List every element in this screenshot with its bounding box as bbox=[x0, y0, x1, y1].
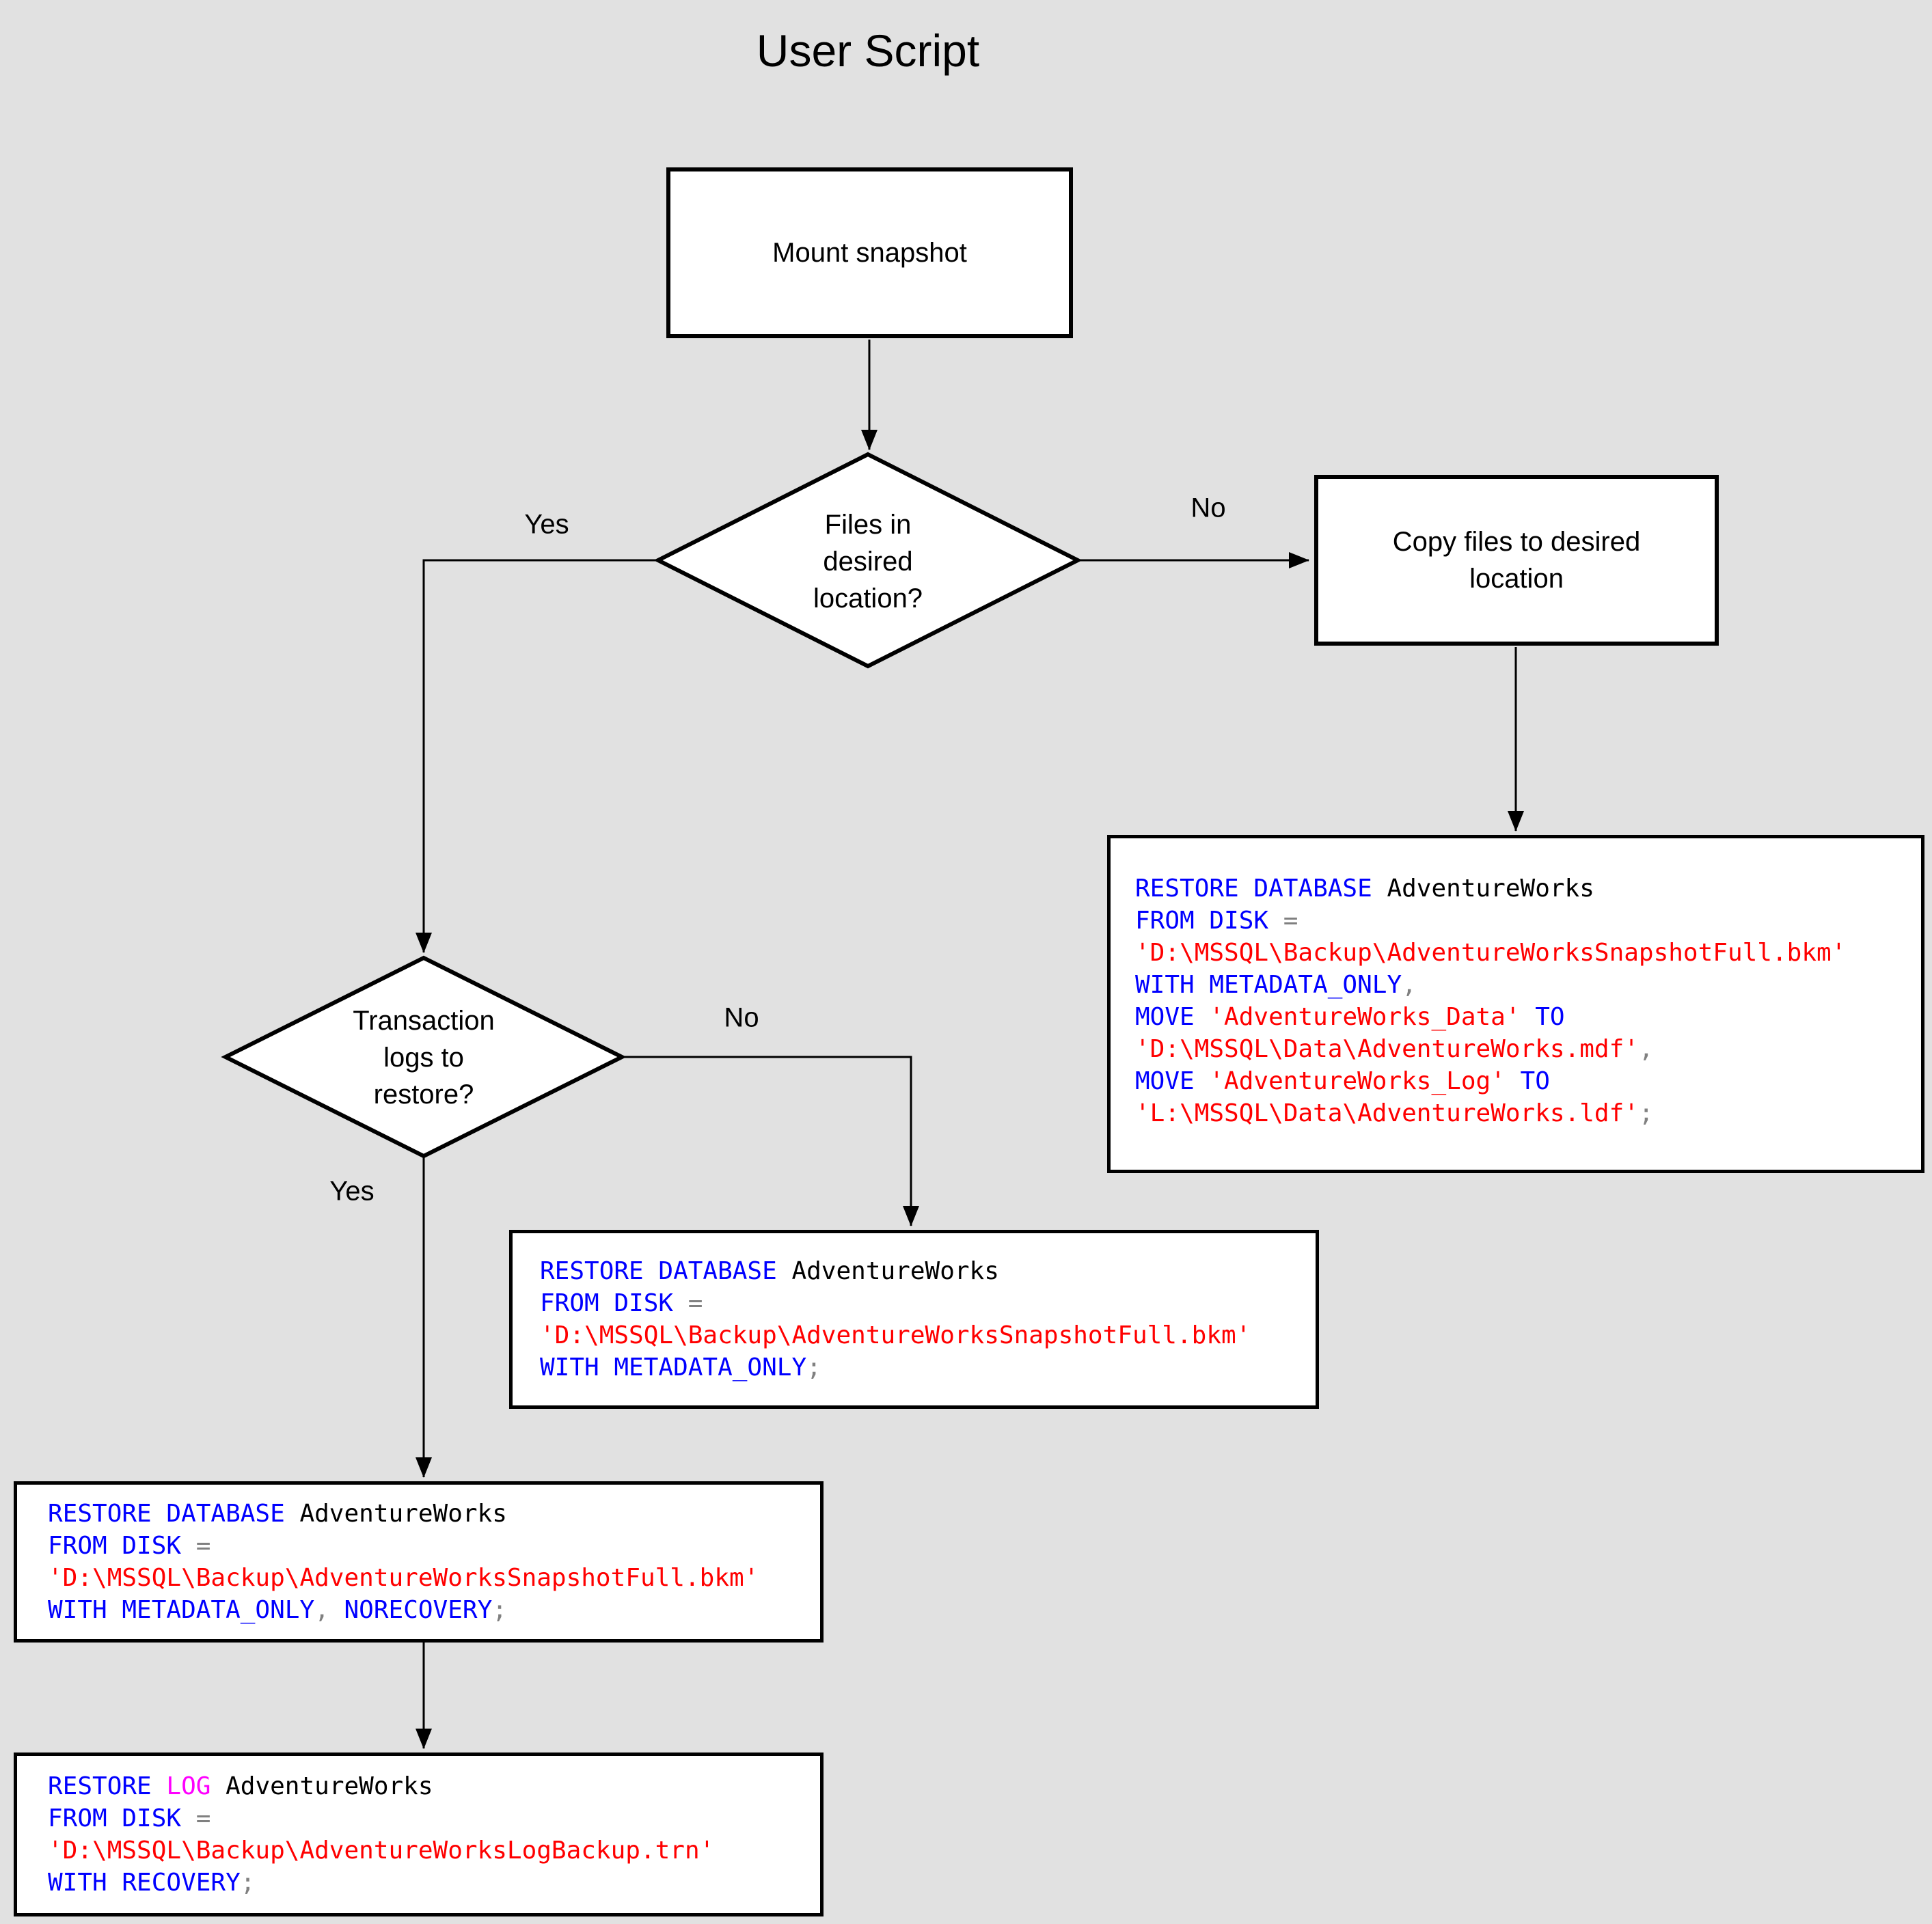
code-token-sql_operator: , bbox=[1638, 1035, 1654, 1063]
code-line: WITH METADATA_ONLY, bbox=[1135, 969, 1896, 1001]
code-token-sql_keyword: TO bbox=[1505, 1067, 1550, 1095]
code-token-sql_string: 'L:\MSSQL\Data\AdventureWorks.ldf' bbox=[1135, 1099, 1639, 1127]
code-token-sql_operator: = bbox=[673, 1289, 703, 1317]
code-token-sql_operator: = bbox=[1268, 907, 1298, 935]
code-token-sql_keyword: NORECOVERY bbox=[344, 1596, 493, 1624]
code-token-sql_string: 'AdventureWorks_Log' bbox=[1194, 1067, 1506, 1095]
code-line: RESTORE DATABASE AdventureWorks bbox=[1135, 872, 1896, 905]
code-line: 'D:\MSSQL\Backup\AdventureWorksLogBackup… bbox=[48, 1834, 789, 1867]
code-token-sql_keyword: FROM DISK bbox=[48, 1804, 182, 1832]
code-token-sql_string: 'AdventureWorks_Data' bbox=[1194, 1003, 1521, 1031]
code-line: FROM DISK = bbox=[48, 1802, 789, 1834]
code-line: 'D:\MSSQL\Backup\AdventureWorksSnapshotF… bbox=[48, 1562, 789, 1594]
code-line: MOVE 'AdventureWorks_Data' TO bbox=[1135, 1001, 1896, 1033]
code-line: 'D:\MSSQL\Data\AdventureWorks.mdf', bbox=[1135, 1033, 1896, 1065]
code-token-sql_keyword: FROM DISK bbox=[48, 1532, 182, 1560]
mount-snapshot-box: Mount snapshot bbox=[666, 167, 1073, 338]
code-line: RESTORE DATABASE AdventureWorks bbox=[540, 1255, 1288, 1287]
code-token-sql_keyword: RESTORE DATABASE bbox=[48, 1500, 285, 1528]
page-title: User Script bbox=[756, 25, 980, 76]
code-token-sql_keyword: MOVE bbox=[1135, 1003, 1195, 1031]
code-token-sql_operator: , bbox=[1402, 971, 1417, 999]
code-token-sql_operator: = bbox=[181, 1532, 211, 1560]
code-token-sql_string: 'D:\MSSQL\Backup\AdventureWorksSnapshotF… bbox=[48, 1564, 759, 1592]
code-token-sql_keyword: MOVE bbox=[1135, 1067, 1195, 1095]
code-line: 'D:\MSSQL\Backup\AdventureWorksSnapshotF… bbox=[540, 1319, 1288, 1351]
edge-label-files-no: No bbox=[1191, 493, 1226, 523]
code-line: RESTORE DATABASE AdventureWorks bbox=[48, 1498, 789, 1530]
code-token-sql_operator: = bbox=[181, 1804, 211, 1832]
code-line: FROM DISK = bbox=[1135, 905, 1896, 937]
code-line: 'L:\MSSQL\Data\AdventureWorks.ldf'; bbox=[1135, 1097, 1896, 1129]
code-token-sql_keyword: WITH METADATA_ONLY bbox=[1135, 971, 1402, 999]
code-token-sql_operator: , bbox=[314, 1596, 344, 1624]
code-token-sql_string: 'D:\MSSQL\Backup\AdventureWorksSnapshotF… bbox=[1135, 939, 1847, 967]
code-token-sql_keyword: FROM DISK bbox=[540, 1289, 674, 1317]
code-line: RESTORE LOG AdventureWorks bbox=[48, 1770, 789, 1802]
edge-label-logs-no: No bbox=[724, 1002, 759, 1033]
code-line: WITH RECOVERY; bbox=[48, 1867, 789, 1899]
decision-files-diamond bbox=[653, 452, 1083, 669]
code-token-sql_keyword: RESTORE DATABASE bbox=[540, 1257, 777, 1285]
code-token-sql_identifier: AdventureWorks bbox=[1372, 875, 1594, 903]
connector-files-yes-to-logs-decision bbox=[416, 559, 658, 953]
edge-label-logs-yes: Yes bbox=[329, 1176, 375, 1207]
code-token-sql_keyword: WITH METADATA_ONLY bbox=[540, 1353, 807, 1382]
code-line: WITH METADATA_ONLY, NORECOVERY; bbox=[48, 1594, 789, 1626]
code-line: FROM DISK = bbox=[540, 1287, 1288, 1319]
code-token-sql_identifier: AdventureWorks bbox=[776, 1257, 999, 1285]
code-token-sql_log: LOG bbox=[151, 1772, 211, 1800]
decision-logs-diamond bbox=[221, 955, 627, 1159]
code-token-sql_operator: ; bbox=[240, 1869, 256, 1897]
code-line: 'D:\MSSQL\Backup\AdventureWorksSnapshotF… bbox=[1135, 937, 1896, 969]
code-token-sql_string: 'D:\MSSQL\Backup\AdventureWorksLogBackup… bbox=[48, 1837, 715, 1865]
mount-snapshot-label: Mount snapshot bbox=[772, 238, 967, 268]
code-token-sql_operator: ; bbox=[1638, 1099, 1654, 1127]
code-token-sql_operator: ; bbox=[806, 1353, 821, 1382]
decision-logs-label: Transaction logs to restore? bbox=[353, 1006, 495, 1110]
code-token-sql_identifier: AdventureWorks bbox=[284, 1500, 507, 1528]
code-token-sql_string: 'D:\MSSQL\Backup\AdventureWorksSnapshotF… bbox=[540, 1321, 1251, 1349]
code-token-sql_keyword: WITH METADATA_ONLY bbox=[48, 1596, 315, 1624]
code-line: MOVE 'AdventureWorks_Log' TO bbox=[1135, 1065, 1896, 1097]
code-token-sql_keyword: FROM DISK bbox=[1135, 907, 1269, 935]
copy-files-box: Copy files to desired location bbox=[1314, 475, 1719, 646]
code-token-sql_identifier: AdventureWorks bbox=[210, 1772, 433, 1800]
code-token-sql_keyword: WITH RECOVERY bbox=[48, 1869, 241, 1897]
copy-files-label: Copy files to desired location bbox=[1392, 527, 1641, 594]
code-token-sql_keyword: TO bbox=[1520, 1003, 1565, 1031]
code-line: FROM DISK = bbox=[48, 1530, 789, 1562]
code-line: WITH METADATA_ONLY; bbox=[540, 1351, 1288, 1384]
connector-logs-no-to-code bbox=[622, 1056, 919, 1226]
code-token-sql_keyword: RESTORE DATABASE bbox=[1135, 875, 1372, 903]
decision-files-label: Files in desired location? bbox=[813, 510, 923, 614]
code-token-sql_string: 'D:\MSSQL\Data\AdventureWorks.mdf' bbox=[1135, 1035, 1639, 1063]
code-token-sql_operator: ; bbox=[492, 1596, 507, 1624]
code-token-sql_keyword: RESTORE bbox=[48, 1772, 152, 1800]
edge-label-files-yes: Yes bbox=[524, 509, 569, 540]
